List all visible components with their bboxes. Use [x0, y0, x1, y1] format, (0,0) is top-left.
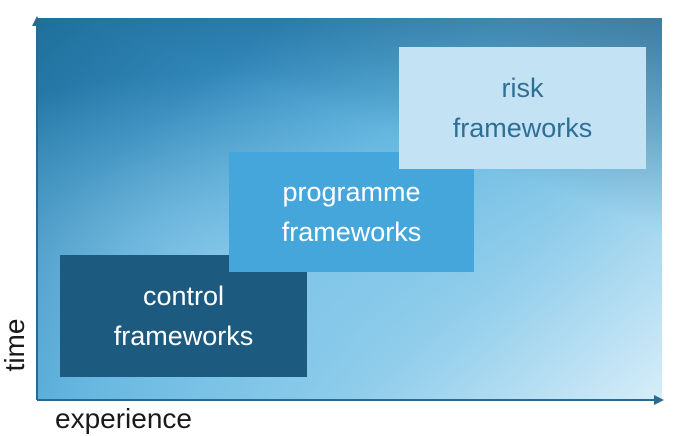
risk-frameworks-line1: risk [501, 73, 544, 103]
programme-frameworks-line1: programme [282, 177, 421, 207]
control-frameworks-box: control frameworks [60, 255, 307, 377]
control-frameworks-line2: frameworks [113, 321, 254, 351]
risk-frameworks-line2: frameworks [452, 113, 593, 143]
x-axis-label: experience [55, 403, 192, 434]
control-frameworks-line1: control [142, 281, 225, 311]
programme-frameworks-line2: frameworks [281, 217, 422, 247]
programme-frameworks-box: programme frameworks [229, 152, 474, 272]
risk-frameworks-box: risk frameworks [399, 47, 646, 169]
y-axis-label: time [0, 318, 30, 372]
x-axis-arrowhead [654, 395, 664, 405]
y-axis-arrowhead [32, 16, 42, 26]
